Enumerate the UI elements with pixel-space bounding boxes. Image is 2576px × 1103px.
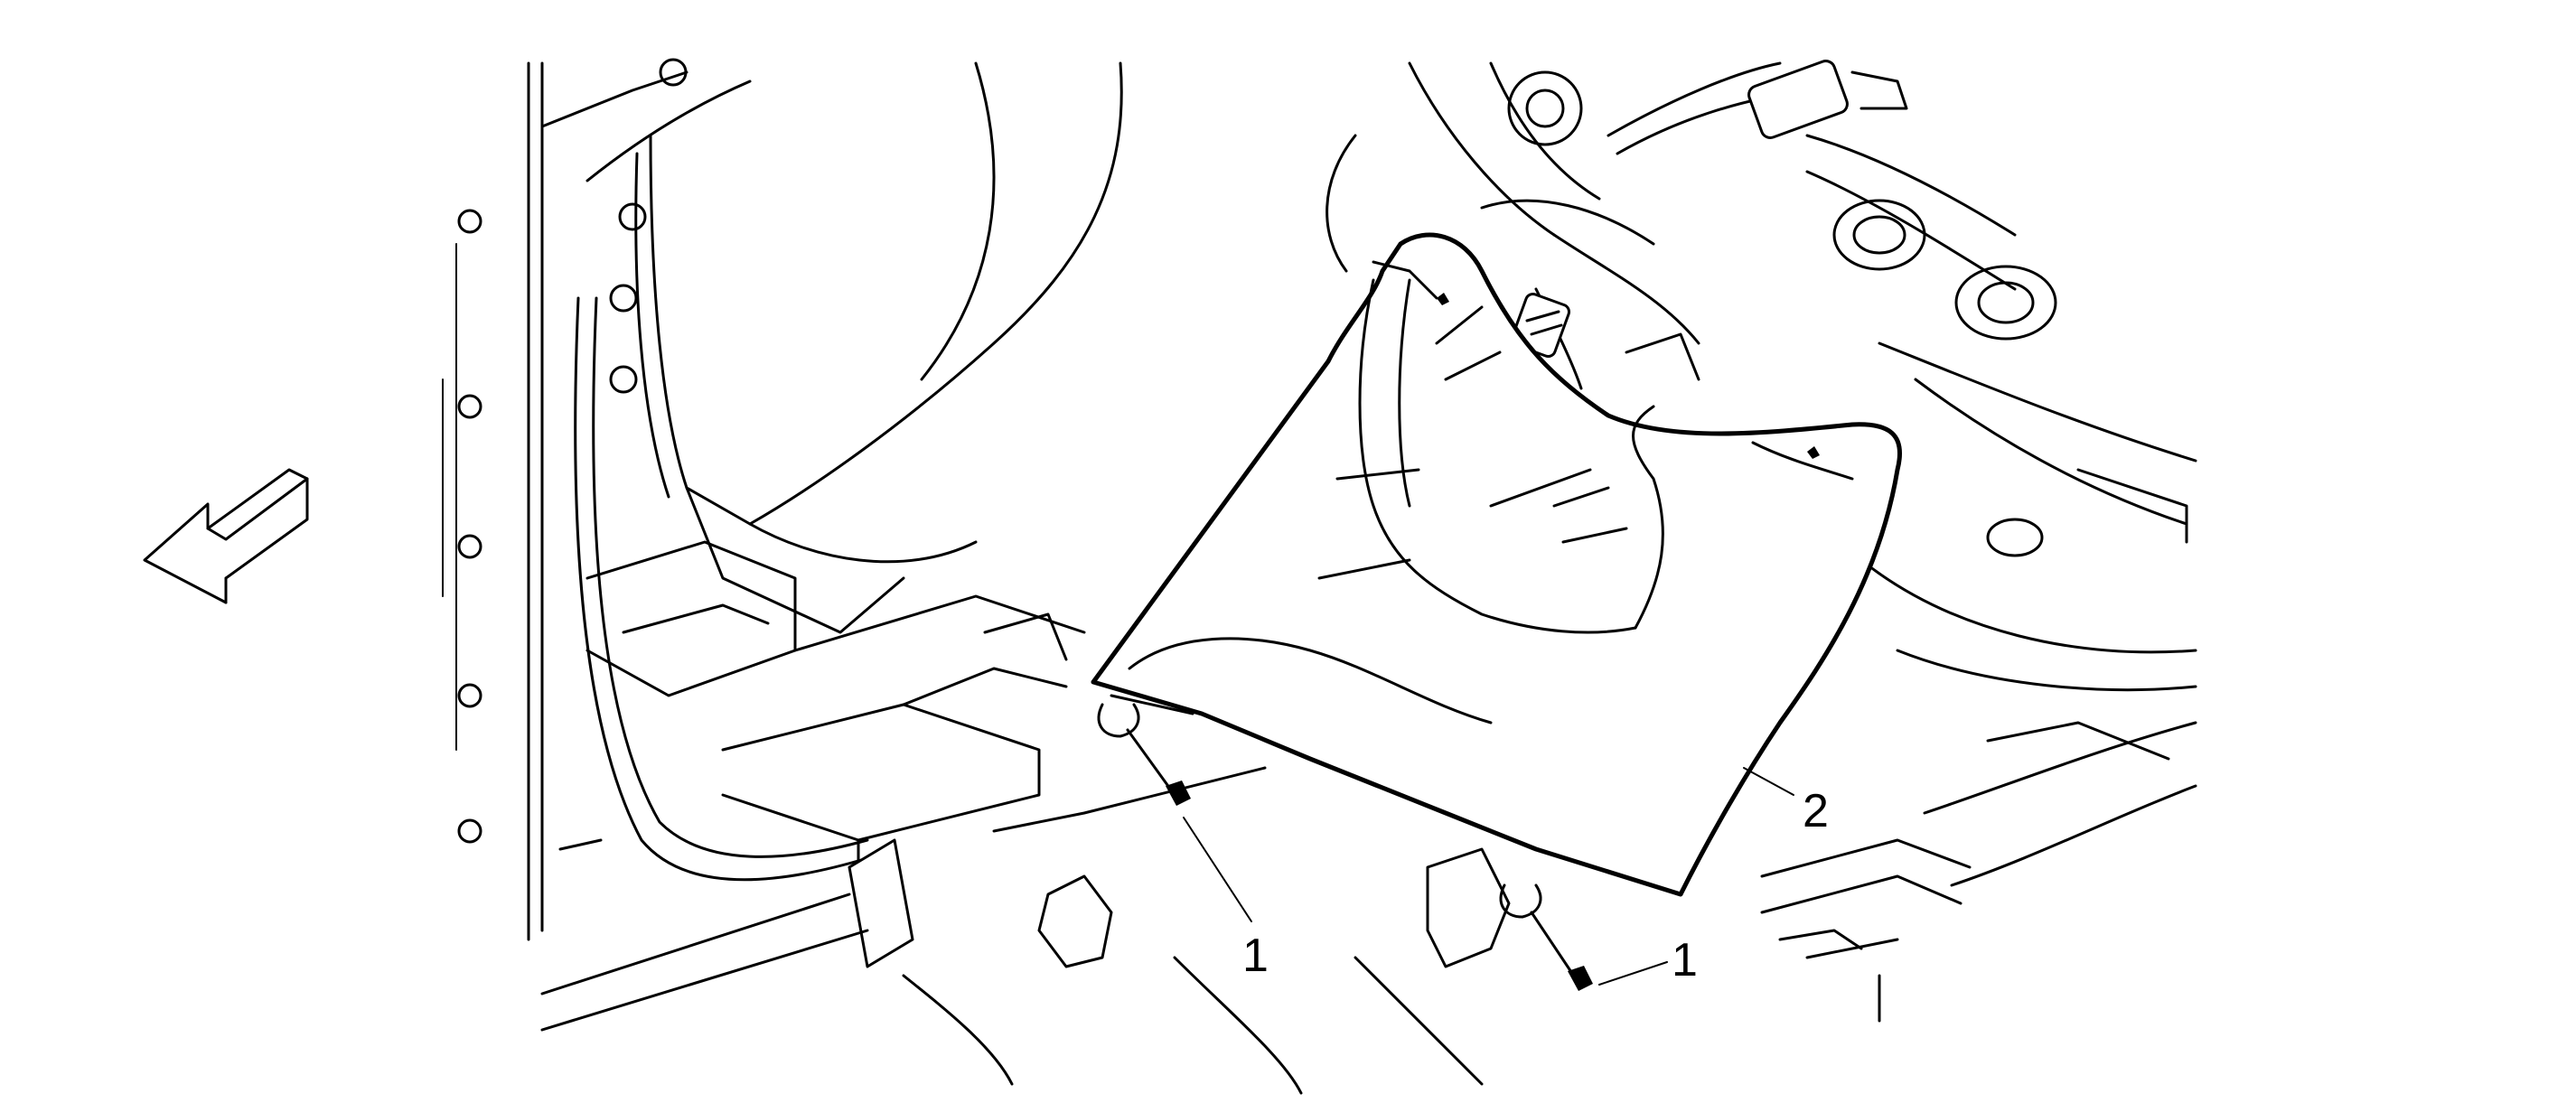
- front-direction-arrow-icon: [143, 468, 309, 604]
- dash-right-components: [1805, 134, 2197, 887]
- lower-structure: [540, 540, 1972, 1095]
- leader-lines: [1183, 767, 1794, 986]
- callout-fastener-right: 1: [1672, 934, 1698, 986]
- callout-panel: 2: [1803, 785, 1829, 837]
- fastener-left: [1097, 703, 1191, 806]
- steering-column: [1325, 60, 1908, 394]
- fastener-right: [1499, 883, 1593, 991]
- knee-bolster-outline: [574, 296, 869, 882]
- knee-bolster-panel: [1091, 232, 1903, 897]
- instrument-panel: [634, 61, 1123, 634]
- door-frame: [442, 58, 752, 941]
- callout-fastener-left: 1: [1242, 930, 1269, 982]
